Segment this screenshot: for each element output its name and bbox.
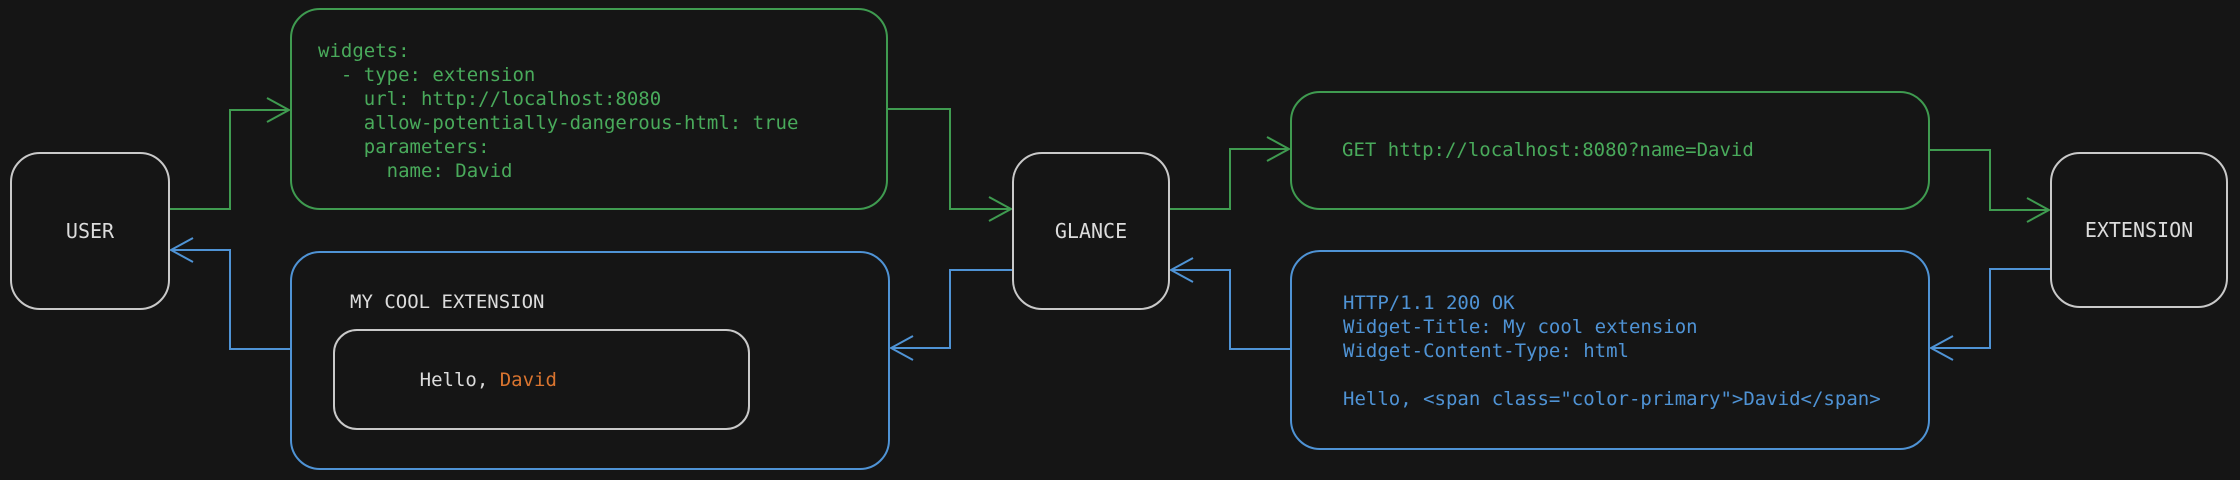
arrowhead-right-icon — [2026, 197, 2052, 223]
request-line: GET http://localhost:8080?name=David — [1342, 139, 1754, 161]
http-request-box — [1290, 91, 1930, 210]
arrow-response-to-glance — [1168, 257, 1290, 350]
config-line: - type: extension — [318, 64, 536, 86]
arrow-config-to-glance — [888, 108, 1014, 222]
greeting-prefix: Hello, — [419, 368, 500, 391]
response-line — [1343, 363, 1881, 387]
arrowhead-right-icon — [988, 196, 1014, 222]
http-response-code: HTTP/1.1 200 OK Widget-Title: My cool ex… — [1343, 291, 1881, 411]
arrowhead-left-icon — [1168, 257, 1194, 283]
response-line: Widget-Content-Type: html — [1343, 340, 1629, 362]
response-line: Widget-Title: My cool extension — [1343, 316, 1698, 338]
response-line: HTTP/1.1 200 OK — [1343, 292, 1515, 314]
http-request-code: GET http://localhost:8080?name=David — [1342, 138, 1754, 162]
config-line: parameters: — [318, 136, 490, 158]
greeting-name: David — [499, 368, 557, 391]
config-yaml-box — [290, 8, 888, 210]
node-extension-label: EXTENSION — [2084, 218, 2194, 242]
arrow-extension-to-response — [1928, 268, 2050, 361]
arrowhead-left-icon — [888, 335, 914, 361]
arrowhead-left-icon — [1928, 335, 1954, 361]
arrowhead-left-icon — [168, 237, 194, 263]
widget-title: MY COOL EXTENSION — [350, 291, 545, 313]
response-line: Hello, <span class="color-primary">David… — [1343, 388, 1881, 410]
node-user: USER — [10, 152, 170, 310]
config-line: allow-potentially-dangerous-html: true — [318, 112, 799, 134]
arrow-glance-to-widget — [888, 269, 1012, 361]
arrow-glance-to-request — [1170, 136, 1292, 210]
rendered-widget-box — [290, 251, 890, 470]
arrowhead-right-icon — [1266, 136, 1292, 162]
config-line: widgets: — [318, 40, 410, 62]
http-response-box — [1290, 250, 1930, 450]
config-line: url: http://localhost:8080 — [318, 88, 662, 110]
node-glance: GLANCE — [1012, 152, 1170, 310]
config-line: name: David — [318, 160, 513, 182]
arrow-widget-to-user — [168, 237, 290, 350]
config-yaml-code: widgets: - type: extension url: http://l… — [318, 39, 798, 183]
widget-preview-frame: Hello, David — [333, 329, 750, 430]
node-user-label: USER — [65, 219, 115, 243]
arrowhead-right-icon — [266, 97, 292, 123]
arrow-request-to-extension — [1930, 149, 2052, 223]
node-extension: EXTENSION — [2050, 152, 2228, 308]
arrow-user-to-config — [170, 97, 292, 210]
node-glance-label: GLANCE — [1054, 219, 1128, 243]
widget-greeting: Hello, David — [335, 344, 557, 416]
